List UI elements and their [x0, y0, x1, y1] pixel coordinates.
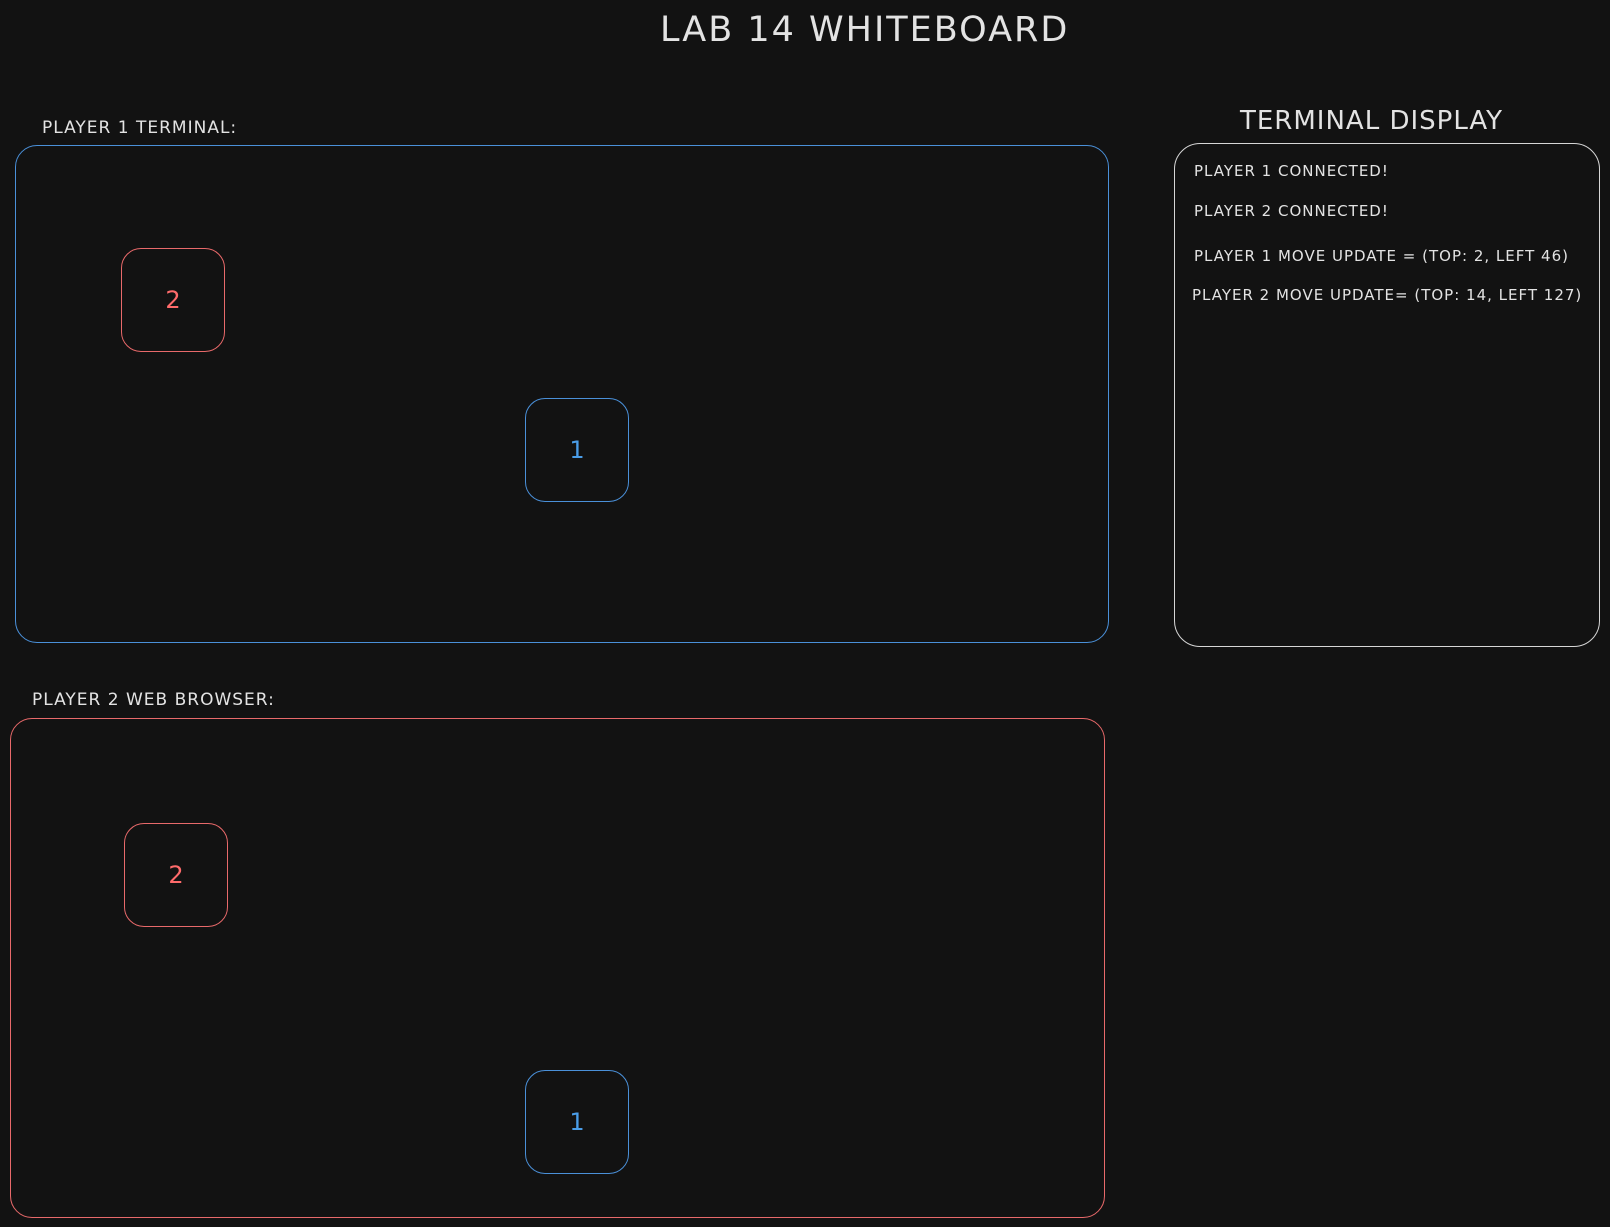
terminal-log-line: PLAYER 1 CONNECTED! [1194, 162, 1389, 180]
terminal-log-line: PLAYER 2 CONNECTED! [1194, 202, 1389, 220]
player2-tile: 2 [124, 823, 228, 927]
player1-terminal-label: PLAYER 1 TERMINAL: [42, 118, 238, 138]
terminal-display-title: TERMINAL DISPLAY [1240, 106, 1504, 136]
player2-tile: 2 [121, 248, 225, 352]
terminal-log-line: PLAYER 1 MOVE UPDATE = (TOP: 2, LEFT 46) [1194, 247, 1569, 265]
page-title: LAB 14 WHITEBOARD [660, 10, 1070, 50]
terminal-log-line: PLAYER 2 MOVE UPDATE= (TOP: 14, LEFT 127… [1192, 286, 1583, 304]
player2-browser-frame [10, 718, 1105, 1218]
player1-tile: 1 [525, 398, 629, 502]
terminal-display-frame [1174, 143, 1600, 647]
player1-tile: 1 [525, 1070, 629, 1174]
player2-browser-label: PLAYER 2 WEB BROWSER: [32, 690, 275, 710]
player1-terminal-frame [15, 145, 1109, 643]
